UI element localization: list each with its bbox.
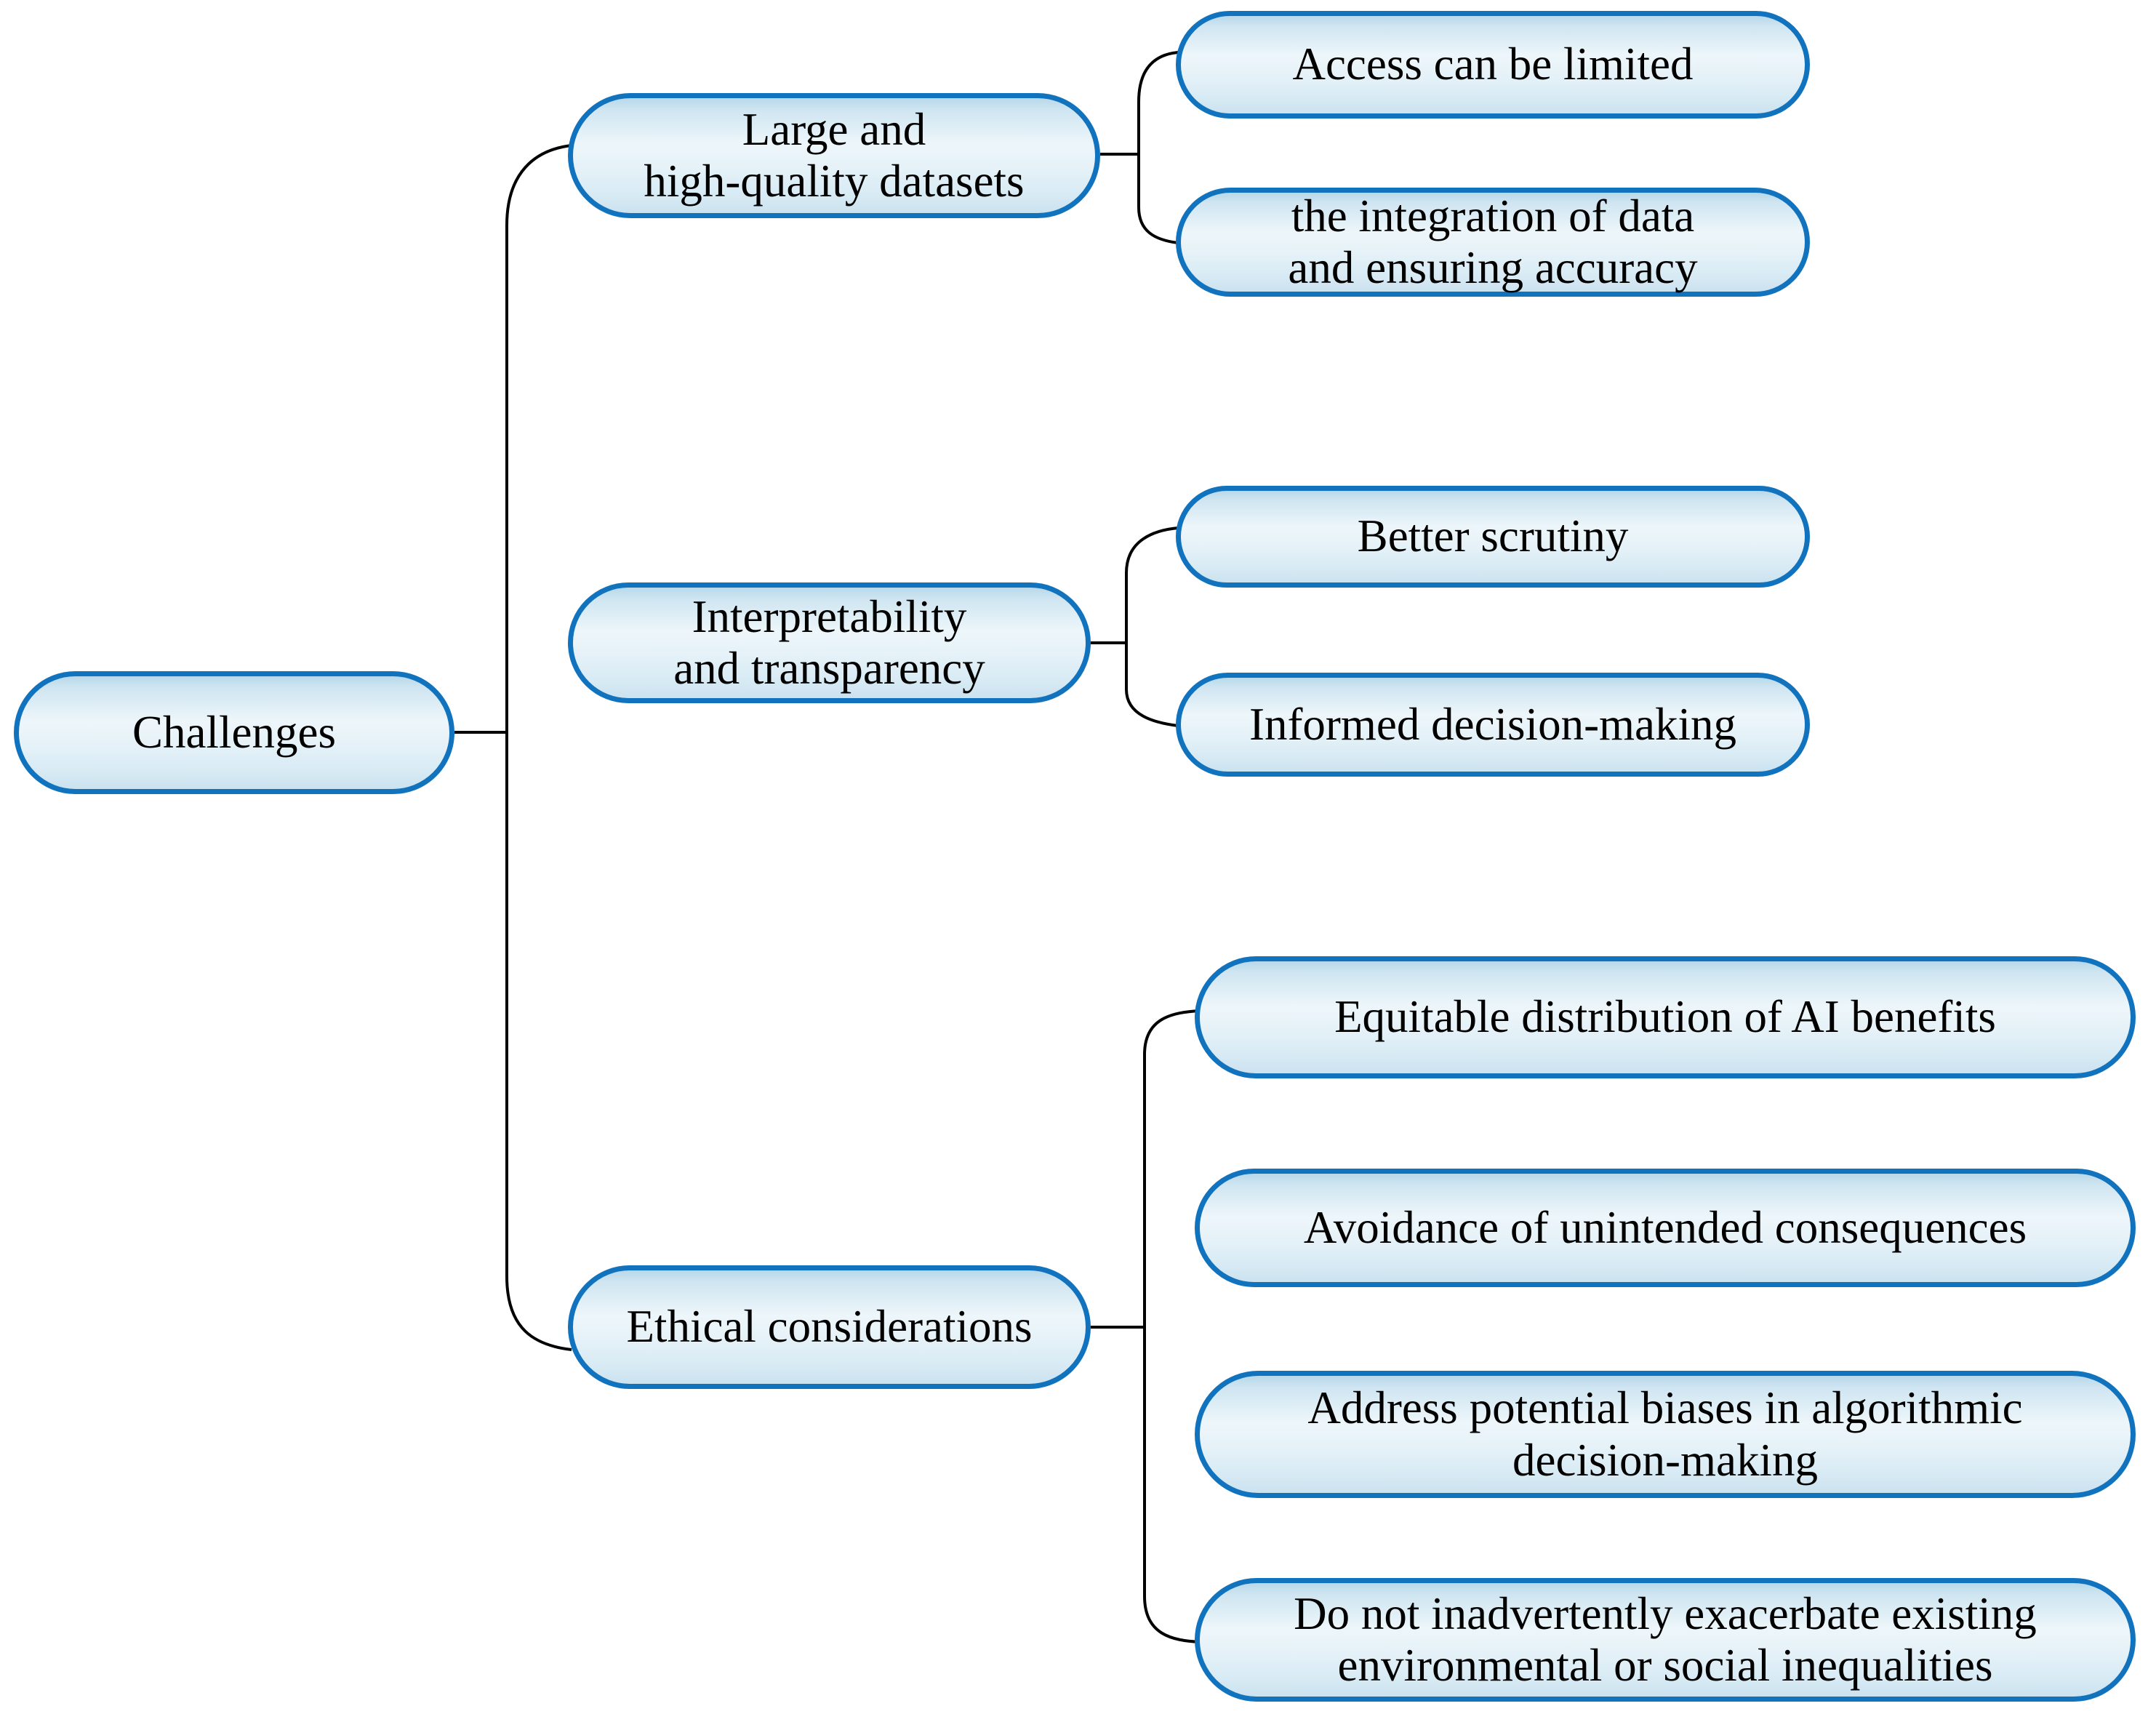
node-interpretability-transparency: Interpretability and transparency <box>568 582 1091 703</box>
node-equitable-distribution: Equitable distribution of AI benefits <box>1195 956 2136 1078</box>
node-ethical-considerations: Ethical considerations <box>568 1265 1091 1389</box>
node-informed-decision-making: Informed decision-making <box>1176 673 1810 777</box>
connector-branch2-bracket <box>1125 526 1179 727</box>
node-better-scrutiny: Better scrutiny <box>1176 486 1810 588</box>
connector-main-trunk <box>505 144 572 1351</box>
node-integration-of-data: the integration of data and ensuring acc… <box>1176 188 1810 297</box>
connector-branch3-bracket <box>1143 1009 1201 1643</box>
node-do-not-exacerbate-inequalities: Do not inadvertently exacerbate existing… <box>1195 1578 2136 1702</box>
node-avoidance-unintended-consequences: Avoidance of unintended consequences <box>1195 1169 2136 1287</box>
node-challenges: Challenges <box>14 671 454 794</box>
node-large-high-quality-datasets: Large and high-quality datasets <box>568 93 1100 218</box>
connector-branch1-bracket <box>1137 51 1179 244</box>
node-address-potential-biases: Address potential biases in algorithmic … <box>1195 1371 2136 1498</box>
node-access-can-be-limited: Access can be limited <box>1176 11 1810 119</box>
